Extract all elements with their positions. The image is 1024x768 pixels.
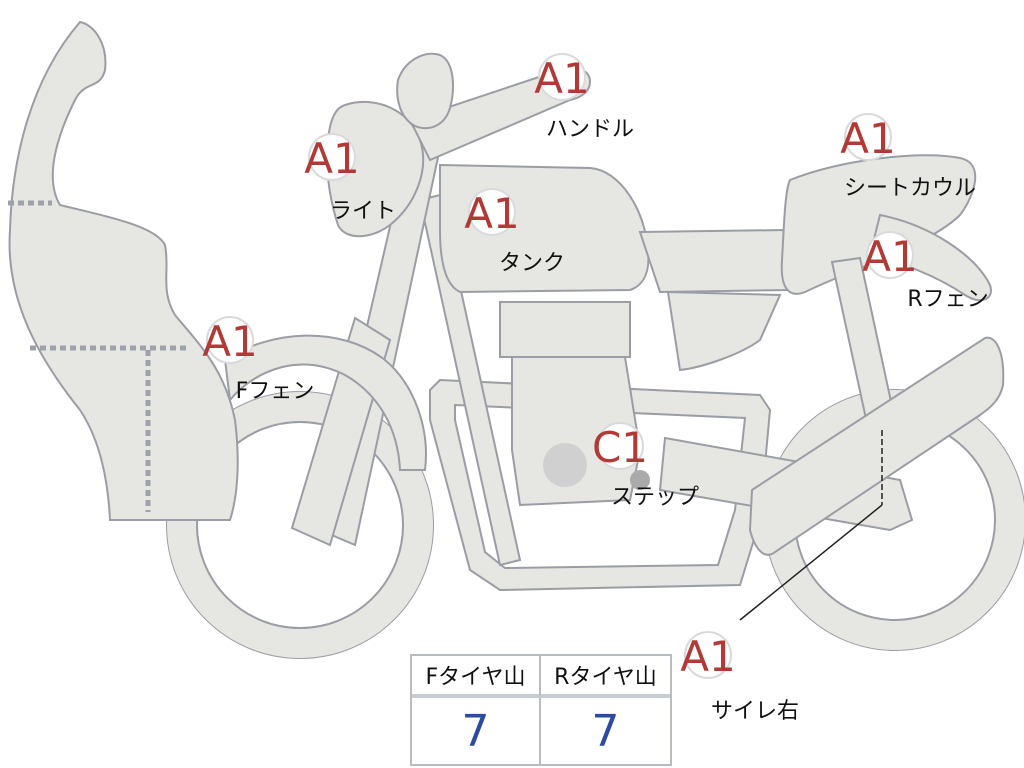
engine-top-part bbox=[499, 301, 631, 358]
svg-text:Rフェン: Rフェン bbox=[907, 287, 988, 312]
svg-text:A1: A1 bbox=[304, 134, 359, 183]
svg-text:Fフェン: Fフェン bbox=[236, 379, 315, 404]
part-marker-step: C1 ステップ bbox=[592, 422, 699, 510]
tire-tread-table: Fタイヤ山 Rタイヤ山 7 7 bbox=[410, 654, 672, 766]
part-marker-seat-cowl: A1 シートカウル bbox=[840, 113, 976, 201]
step-peg-part bbox=[630, 470, 650, 490]
down-tube-part bbox=[418, 193, 522, 567]
part-marker-headlight: A1 ライト bbox=[304, 133, 396, 224]
front-fender-part bbox=[223, 334, 427, 471]
front-tire-header: Fタイヤ山 bbox=[412, 656, 541, 698]
front-wheel bbox=[166, 391, 434, 659]
engine-cover-part bbox=[543, 443, 587, 487]
svg-text:タンク: タンク bbox=[499, 251, 565, 276]
part-marker-tank: A1 タンク bbox=[464, 188, 565, 276]
seat-part bbox=[638, 228, 792, 294]
svg-text:A1: A1 bbox=[862, 232, 917, 281]
mirror-part bbox=[396, 52, 454, 130]
part-marker-handlebar: A1 ハンドル bbox=[534, 53, 634, 142]
svg-text:ステップ: ステップ bbox=[611, 485, 699, 510]
svg-text:ハンドル: ハンドル bbox=[546, 117, 634, 142]
svg-text:C1: C1 bbox=[592, 423, 648, 472]
part-marker-front-fender: A1 Fフェン bbox=[202, 316, 315, 404]
rear-tire-header: Rタイヤ山 bbox=[541, 656, 670, 698]
fairing-part bbox=[8, 20, 239, 521]
muffler-part bbox=[748, 336, 1005, 556]
svg-text:サイレ右: サイレ右 bbox=[711, 699, 799, 724]
svg-text:A1: A1 bbox=[202, 317, 257, 366]
svg-text:A1: A1 bbox=[534, 54, 589, 103]
rear-tire-value: 7 bbox=[591, 705, 620, 757]
part-marker-muffler-right: A1 サイレ右 bbox=[680, 631, 799, 724]
part-marker-rear-fender: A1 Rフェン bbox=[862, 231, 989, 312]
side-cover-part bbox=[666, 290, 782, 372]
front-tire-value: 7 bbox=[412, 698, 541, 764]
svg-text:A1: A1 bbox=[464, 189, 519, 238]
svg-text:A1: A1 bbox=[680, 632, 735, 681]
svg-text:ライト: ライト bbox=[330, 199, 396, 224]
svg-text:シートカウル: シートカウル bbox=[844, 176, 976, 201]
svg-text:A1: A1 bbox=[840, 114, 895, 163]
